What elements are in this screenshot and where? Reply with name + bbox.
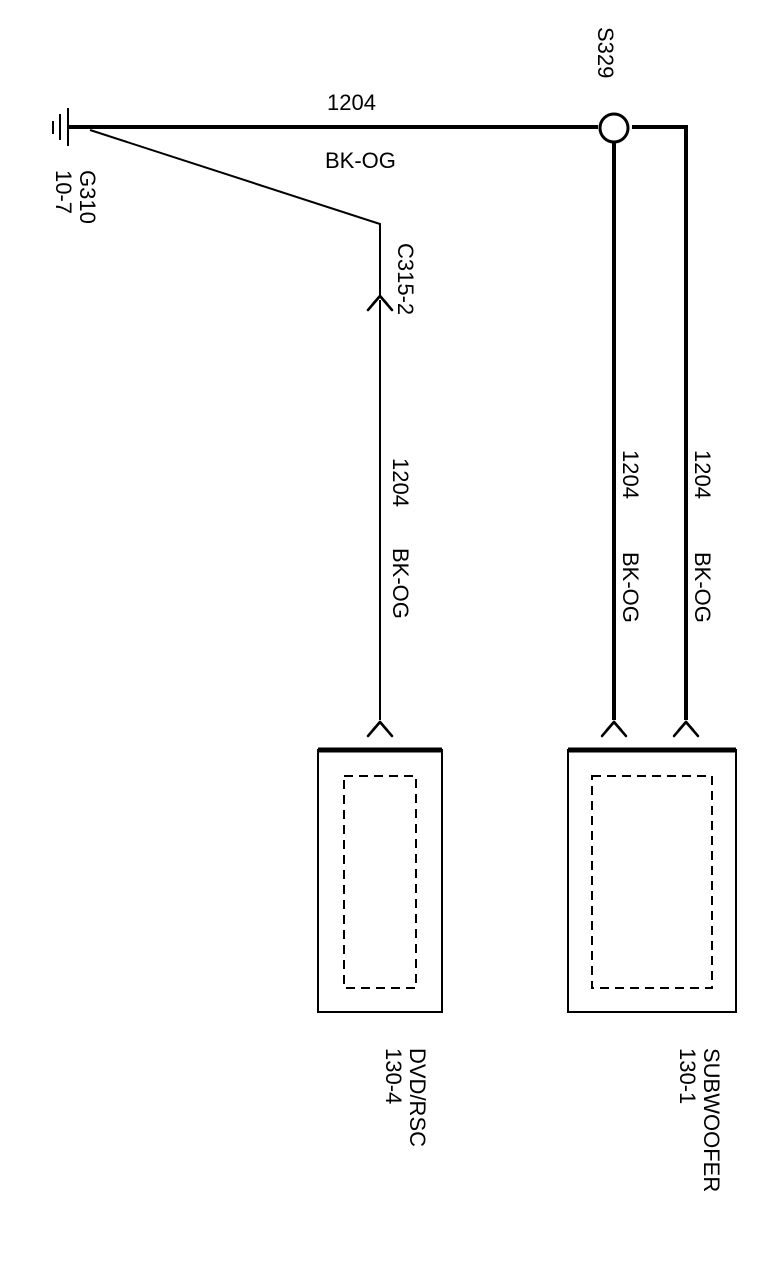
component-dvd-rsc <box>317 747 443 1013</box>
ground-symbol <box>52 108 69 146</box>
wire-return-to-subwoofer <box>632 125 688 720</box>
connector-subwoofer-symbol-1 <box>600 720 628 738</box>
sub-wire2-circuit-label: 1204 <box>690 450 715 499</box>
splice-s329 <box>598 112 630 144</box>
ground-id-label: G310 <box>75 170 100 224</box>
subwoofer-component-ref: 130-1 <box>675 1048 700 1104</box>
dvd-component-name: DVD/RSC <box>405 1048 430 1147</box>
main-wire-color-label: BK-OG <box>325 148 396 173</box>
component-subwoofer <box>567 747 737 1013</box>
splice-label: S329 <box>593 27 618 78</box>
connector-c315-label: C315-2 <box>393 243 418 315</box>
subwoofer-component-name: SUBWOOFER <box>699 1048 724 1192</box>
dvd-wire-color-label: BK-OG <box>388 548 413 619</box>
ground-ref-label: 10-7 <box>51 170 76 214</box>
main-wire-circuit-label: 1204 <box>327 90 376 115</box>
connector-dvd-symbol-inner <box>371 720 389 732</box>
wire-ground-to-c315 <box>89 129 381 296</box>
dvd-wire-circuit-label: 1204 <box>388 458 413 507</box>
connector-dvd-symbol <box>366 720 394 738</box>
sub-wire2-color-label: BK-OG <box>690 552 715 623</box>
sub-wire1-circuit-label: 1204 <box>618 450 643 499</box>
dvd-component-ref: 130-4 <box>381 1048 406 1104</box>
connector-subwoofer-symbol-2-inner <box>677 720 695 732</box>
sub-wire1-color-label: BK-OG <box>618 552 643 623</box>
connector-subwoofer-symbol-2 <box>672 720 700 738</box>
connector-c315-symbol-inner <box>371 294 389 306</box>
connector-subwoofer-symbol-1-inner <box>605 720 623 732</box>
